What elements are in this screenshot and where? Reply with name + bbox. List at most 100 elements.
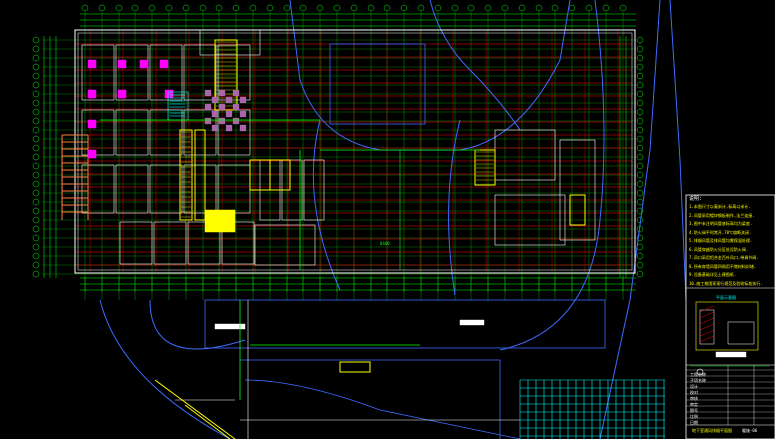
key-plan-hatch <box>699 317 715 325</box>
site-boundary <box>154 379 236 439</box>
fan-unit <box>204 209 236 233</box>
axis-bubble <box>636 81 644 89</box>
hatch-cell <box>204 89 212 97</box>
axis-bubble <box>333 4 341 12</box>
hatch-cell <box>218 117 226 125</box>
equipment <box>87 119 97 129</box>
axis-bubble <box>551 4 559 12</box>
title-block-row: 审定 <box>690 402 698 407</box>
equipment <box>87 59 97 69</box>
axis-bubble <box>32 144 40 152</box>
axis-bubble <box>115 4 123 12</box>
axis-bubble <box>636 54 644 62</box>
lower-block-outline <box>204 299 606 349</box>
building-outline-inner <box>77 32 633 271</box>
axis-bubble <box>32 117 40 125</box>
key-plan-label: 平面示意图 <box>716 295 736 300</box>
legend-bar <box>459 319 485 326</box>
title-block-row: 子项名称 <box>690 378 706 383</box>
room <box>221 221 255 265</box>
axis-bubble <box>501 4 509 12</box>
axis-bubble <box>316 4 324 12</box>
key-plan-hatch <box>699 311 715 319</box>
axis-bubble <box>636 135 644 143</box>
axis-bubble <box>467 4 475 12</box>
note-line: 5.排烟风管及排风管均需保温处理. <box>689 238 753 243</box>
note-line: 6.风管穿越防火分区处设防火阀. <box>689 246 749 252</box>
duct <box>214 39 238 111</box>
notes-title: 说明: <box>689 196 703 202</box>
axis-bubble <box>484 4 492 12</box>
room <box>149 109 183 156</box>
key-plan-hatch <box>699 335 715 343</box>
beam-layer <box>75 30 632 272</box>
hatch-cell <box>232 117 240 125</box>
axis-bubble <box>636 90 644 98</box>
axis-bubble <box>417 4 425 12</box>
room <box>559 139 596 241</box>
title-block-row: 日期 <box>690 420 698 425</box>
room <box>149 164 183 214</box>
hatch-cell <box>239 124 247 132</box>
room <box>183 164 217 214</box>
hatch-cell <box>211 96 219 104</box>
axis-bubble <box>619 4 627 12</box>
axis-bubble <box>215 4 223 12</box>
site-boundary-layer <box>99 0 687 439</box>
axis-bubble <box>249 4 257 12</box>
axis-bubble <box>636 252 644 260</box>
room <box>115 44 149 101</box>
side-panel-layer <box>685 194 775 439</box>
duct <box>194 129 206 221</box>
axis-bubble <box>636 117 644 125</box>
axis-bubble <box>81 4 89 12</box>
equipment <box>159 59 169 69</box>
axis-bubble <box>636 207 644 215</box>
axis-bubble <box>32 90 40 98</box>
key-plan-hatch <box>699 305 715 313</box>
hatch-cell <box>225 124 233 132</box>
key-plan-block <box>727 321 755 345</box>
legend-bar <box>214 323 246 330</box>
title-block-row: 图号 <box>690 408 698 413</box>
hatch-cell <box>232 103 240 111</box>
axis-bubble <box>32 153 40 161</box>
axis-bubble <box>585 4 593 12</box>
ramp-boundary <box>448 119 461 296</box>
hatch-cell <box>204 103 212 111</box>
hatch-cell <box>204 117 212 125</box>
axis-bubble <box>367 4 375 12</box>
hatch-cell <box>218 89 226 97</box>
axis-bubble <box>535 4 543 12</box>
room <box>199 29 261 56</box>
axis-bubble <box>232 4 240 12</box>
axis-bubble <box>32 171 40 179</box>
axis-bubble <box>32 81 40 89</box>
axis-bubble <box>636 171 644 179</box>
room <box>115 164 149 214</box>
equipment <box>117 89 127 99</box>
axis-bubble <box>32 72 40 80</box>
duct <box>179 129 193 221</box>
room <box>183 109 217 156</box>
axis-bubble <box>32 252 40 260</box>
axis-bubble <box>636 261 644 269</box>
room <box>303 159 325 221</box>
hatch-cell <box>218 103 226 111</box>
axis-bubble <box>182 4 190 12</box>
room <box>254 224 316 266</box>
axis-bubble <box>636 72 644 80</box>
site-boundary <box>184 404 231 439</box>
axis-bubble <box>32 135 40 143</box>
axis-bubble <box>32 234 40 242</box>
equipment <box>164 89 174 99</box>
axis-bubble <box>602 4 610 12</box>
equipment <box>87 89 97 99</box>
title-block-row: 校对 <box>690 390 698 395</box>
ramp-boundary <box>429 0 521 131</box>
equipment <box>139 59 149 69</box>
ramp-boundary <box>312 119 341 291</box>
key-plan-outline <box>695 301 759 351</box>
duct-layer <box>179 39 586 373</box>
